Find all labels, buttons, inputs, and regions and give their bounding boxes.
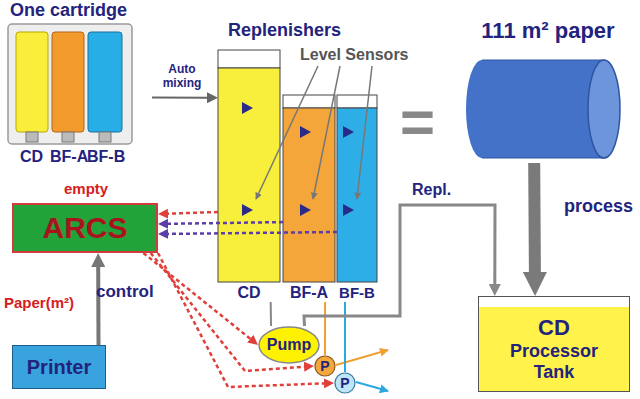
- data-arrow: [96, 267, 100, 345]
- edge-label: process: [564, 196, 633, 217]
- sensor-signal: [168, 232, 337, 234]
- paper-roll: 111 m² paper: [462, 18, 634, 163]
- replenisher-tank: CD: [218, 50, 280, 302]
- cartridge-drawing: [8, 24, 132, 144]
- replenish-pipe: [304, 205, 495, 326]
- tank-name: Processor Tank: [502, 341, 606, 383]
- supply-pipe: [344, 302, 346, 372]
- controller-box: ARCS: [12, 203, 158, 253]
- signal-label: empty: [64, 180, 108, 197]
- printer-name: Printer: [27, 356, 91, 379]
- pump-name: Pump: [267, 336, 311, 354]
- pump: Pump: [258, 326, 320, 364]
- supply-pipe: [270, 302, 272, 326]
- controller-name: ARCS: [42, 211, 127, 245]
- signal-label: control: [96, 282, 154, 302]
- sensor-signal: [168, 222, 283, 224]
- sensor-signal: [168, 212, 218, 214]
- edge-label: Auto mixing: [154, 62, 210, 90]
- outlet-arrow: [336, 350, 388, 391]
- process-arrow: [528, 163, 541, 272]
- processor-tank: CDProcessor Tank: [478, 296, 630, 392]
- control-signal: [158, 253, 324, 387]
- pump-small: P: [334, 372, 356, 394]
- pump-mark: P: [320, 358, 329, 374]
- equals-sign: =: [400, 92, 435, 152]
- tank-label: BF-A: [290, 283, 328, 302]
- cartridge-heading: One cartridge: [6, 0, 127, 21]
- supply-pipe: [324, 302, 326, 355]
- signal-label: Paper(m²): [4, 294, 74, 311]
- cartridge-label: CD: [20, 148, 43, 166]
- cartridge-label: BF-B: [87, 148, 125, 166]
- cartridge: One cartridge: [6, 0, 152, 150]
- level-sensor: [242, 102, 354, 216]
- pump-mark: P: [340, 375, 349, 391]
- pump-small: P: [314, 355, 336, 377]
- printer-box: Printer: [12, 345, 106, 389]
- leader-line: [256, 66, 372, 199]
- edge-label: Repl.: [412, 181, 451, 199]
- tank-label: BF-B: [339, 283, 375, 302]
- group-heading: Replenishers: [228, 20, 341, 41]
- replenisher-tank: BF-A: [283, 95, 335, 302]
- paper-amount: 111 m² paper: [481, 18, 614, 44]
- tank-label: CD: [237, 283, 260, 302]
- sensor-label: Level Sensors: [300, 46, 409, 64]
- replenisher-tanks: [218, 50, 377, 282]
- cartridge-label: BF-A: [50, 148, 88, 166]
- tank-solution: CD: [538, 315, 570, 341]
- replenisher-tank: BF-B: [337, 95, 377, 302]
- mixing-arrow: [152, 97, 207, 99]
